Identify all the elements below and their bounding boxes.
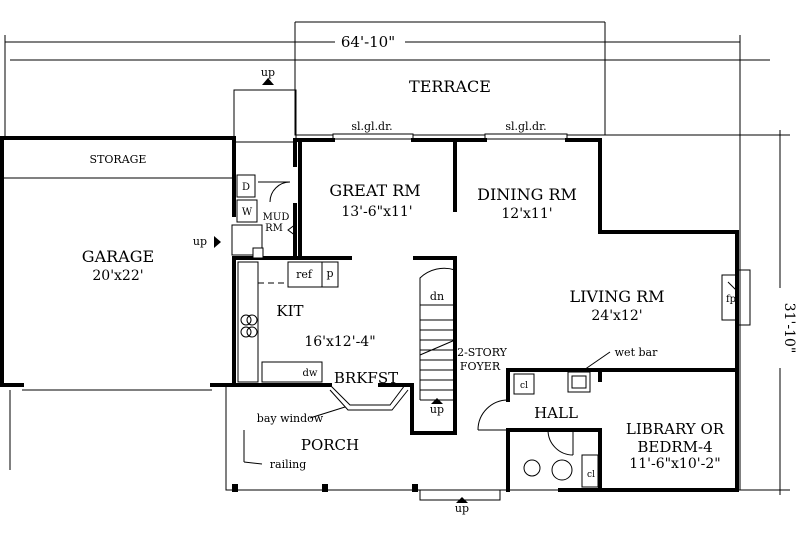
foyer-label-2: FOYER: [460, 360, 501, 373]
wet-bar-label: wet bar: [615, 346, 658, 359]
library-closet-label: cl: [587, 470, 595, 480]
depth-dimension: 31'-10": [781, 303, 797, 354]
up-arrow-garage: [214, 236, 221, 248]
sliding-door-left-label: sl.gl.dr.: [351, 120, 392, 133]
washer-label: W: [242, 207, 253, 218]
dining-room-size: 12'x11': [501, 206, 552, 222]
library-size: 11'-6"x10'-2": [629, 456, 720, 472]
garage-size: 20'x22': [92, 268, 143, 284]
kitchen-size: 16'x12'-4": [304, 334, 375, 350]
garage-label: GARAGE: [82, 247, 154, 266]
kitchen-label: KIT: [276, 302, 303, 320]
foyer-label-1: 2-STORY: [457, 346, 508, 359]
up-label-top: up: [261, 66, 275, 79]
up-arrow-stairs: [431, 398, 443, 404]
up-label-garage: up: [193, 235, 207, 248]
living-room-size: 24'x12': [591, 308, 642, 324]
pantry-label: p: [326, 267, 333, 280]
dishwasher-label: dw: [303, 368, 318, 379]
library-label-2: BEDRM-4: [637, 438, 712, 456]
up-label-stairs: up: [430, 403, 444, 416]
mud-room-label-1: MUD: [263, 212, 290, 223]
dryer-label: D: [242, 182, 250, 193]
up-arrow-bottom: [456, 497, 468, 503]
terrace-outline: [294, 59, 606, 136]
great-room-label: GREAT RM: [329, 181, 420, 200]
stairs: [419, 267, 456, 401]
bay-window-label: bay window: [257, 412, 324, 425]
great-room-size: 13'-6"x11': [341, 204, 412, 220]
storage-label: STORAGE: [90, 153, 147, 166]
sliding-door-right-label: sl.gl.dr.: [505, 120, 546, 133]
kitchen: [237, 261, 339, 383]
hall-closet-label: cl: [520, 381, 528, 391]
breakfast-label: BRKFST: [334, 369, 398, 387]
hall-label: HALL: [534, 404, 578, 422]
garage-walls: [0, 136, 236, 470]
hall-walls: [477, 351, 739, 492]
width-dimension: 64'-10": [341, 33, 395, 51]
up-arrow-top: [262, 78, 274, 85]
house-walls: [232, 138, 739, 492]
mud-room: [231, 136, 297, 260]
railing-label: railing: [270, 458, 307, 471]
up-label-bottom: up: [455, 502, 469, 515]
living-room-label: LIVING RM: [569, 287, 664, 306]
mud-room-label-2: RM: [265, 223, 283, 234]
bay-window: [309, 384, 409, 419]
dining-room-label: DINING RM: [477, 185, 577, 204]
fireplace: [721, 269, 751, 326]
fireplace-label: fp: [726, 294, 736, 305]
refrigerator-label: ref: [296, 268, 313, 281]
porch-label: PORCH: [301, 436, 359, 454]
terrace-label: TERRACE: [409, 77, 491, 96]
library-label-1: LIBRARY OR: [626, 420, 725, 438]
down-label: dn: [430, 290, 444, 303]
